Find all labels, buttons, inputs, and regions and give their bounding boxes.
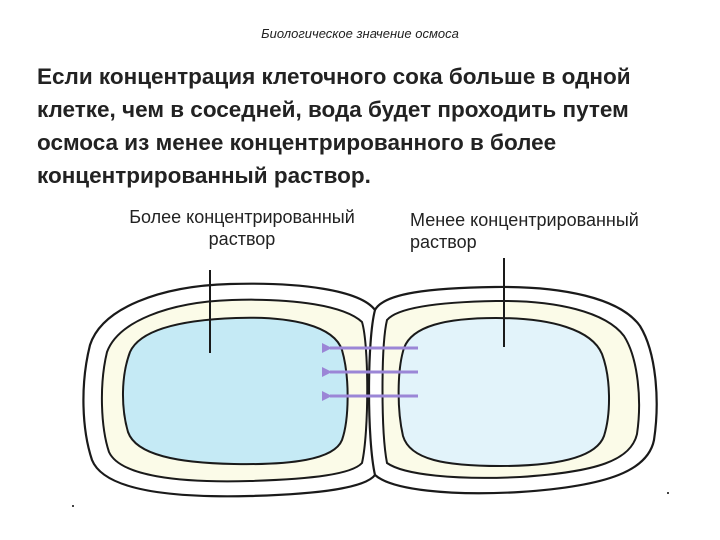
left-cell xyxy=(82,270,383,498)
stray-mark xyxy=(667,492,669,494)
slide-body-text: Если концентрация клеточного сока больше… xyxy=(37,64,631,188)
slide-subtitle: Биологическое значение осмоса xyxy=(261,26,459,41)
left-vacuole xyxy=(122,316,349,466)
stray-mark xyxy=(72,505,74,507)
left-cell-label: Более концентрированный раствор xyxy=(92,206,392,250)
right-label-line1: Менее концентрированный xyxy=(410,210,639,230)
right-cell-label: Менее концентрированный раствор xyxy=(410,209,715,253)
right-cell xyxy=(367,258,658,495)
right-label-line2: раствор xyxy=(410,232,477,252)
water-flow-arrows xyxy=(322,343,418,401)
left-label-line2: раствор xyxy=(208,229,276,249)
left-label-line1: Более концентрированный xyxy=(129,207,355,227)
